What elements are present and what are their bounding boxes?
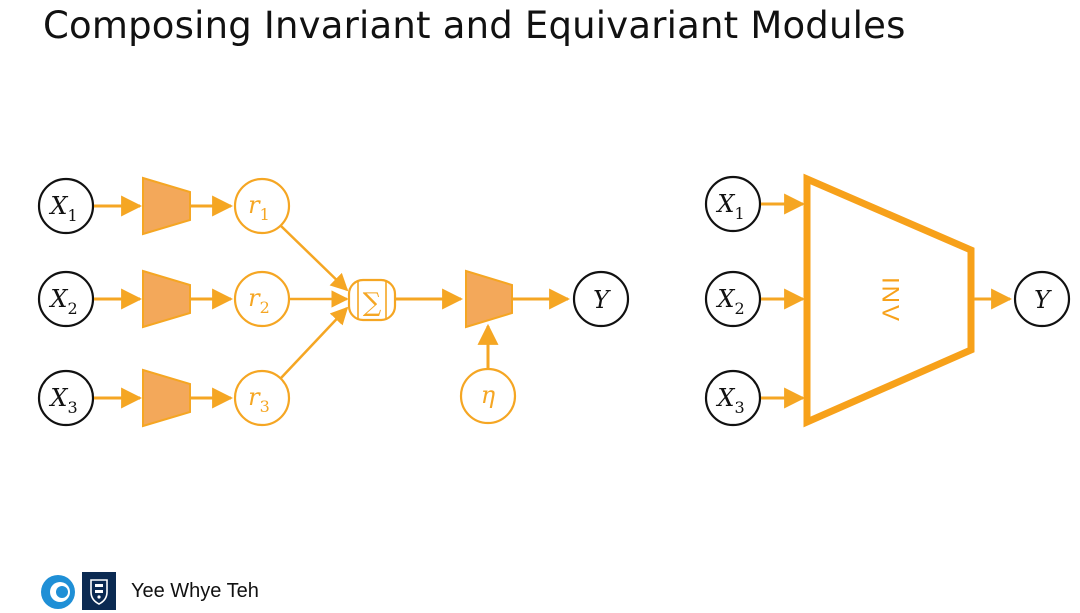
svg-text:X3: X3 xyxy=(715,384,744,417)
right-input-node-x3: X3 xyxy=(704,369,762,427)
right-input-node-x1: X1 xyxy=(704,175,762,233)
input-node-x3: X3 xyxy=(37,369,95,427)
svg-text:r1: r1 xyxy=(248,191,270,224)
right-input-node-x2: X2 xyxy=(704,270,762,328)
svg-text:Y: Y xyxy=(593,286,611,314)
input-node-x1: X1 xyxy=(37,177,95,235)
svg-text:X1: X1 xyxy=(715,190,744,223)
encoder-module-1 xyxy=(142,176,191,236)
sum-pooling-node: ∑ xyxy=(347,278,397,322)
output-node-y-left: Y xyxy=(572,270,630,328)
svg-text:X2: X2 xyxy=(715,285,744,318)
slide-title: Composing Invariant and Equivariant Modu… xyxy=(43,4,906,47)
input-node-x2: X2 xyxy=(37,270,95,328)
decoder-module xyxy=(465,269,513,329)
svg-text:X3: X3 xyxy=(48,384,77,417)
invariant-module-label: INV xyxy=(877,277,904,323)
svg-text:η: η xyxy=(481,381,496,409)
oxford-crest-icon xyxy=(82,572,116,610)
author-name: Yee Whye Teh xyxy=(131,580,259,602)
svg-text:X2: X2 xyxy=(48,285,77,318)
svg-text:X1: X1 xyxy=(48,192,77,225)
arrow-r3-to-sum xyxy=(280,306,349,379)
repr-node-r3: r3 xyxy=(233,369,291,427)
noise-node-eta: η xyxy=(459,367,517,425)
deepmind-logo-icon xyxy=(41,575,75,609)
arrow-r1-to-sum xyxy=(280,225,349,292)
repr-node-r1: r1 xyxy=(233,177,291,235)
left-diagram: X1 r1 X2 r2 X3 r3 xyxy=(37,176,630,428)
repr-node-r2: r2 xyxy=(233,270,291,328)
right-diagram: X1 X2 X3 INV Y xyxy=(704,173,1071,428)
encoder-module-2 xyxy=(142,269,191,329)
invariant-module xyxy=(803,173,975,428)
sum-symbol: ∑ xyxy=(363,288,382,318)
svg-text:r2: r2 xyxy=(248,284,270,317)
svg-text:r3: r3 xyxy=(248,383,270,416)
svg-text:Y: Y xyxy=(1034,286,1052,314)
output-node-y-right: Y xyxy=(1013,270,1071,328)
encoder-module-3 xyxy=(142,368,191,428)
